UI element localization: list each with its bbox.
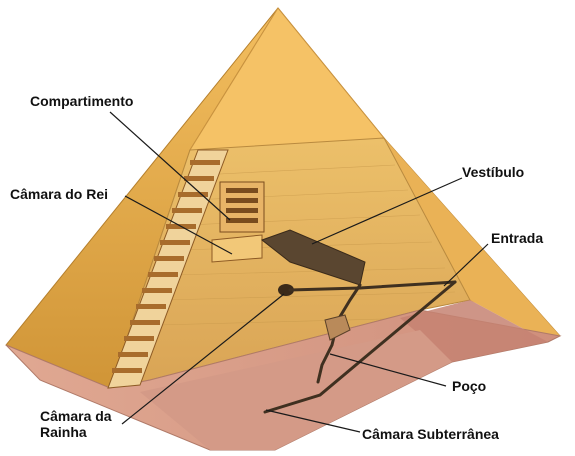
queens-chamber xyxy=(278,284,294,296)
label-camara-da-rainha-line1: Câmara da xyxy=(40,408,112,424)
pyramid-right-edge xyxy=(384,138,560,342)
leader-lines xyxy=(109,111,489,433)
label-camara-subterranea: Câmara Subterrânea xyxy=(362,426,499,442)
label-camara-da-rainha-line2: Rainha xyxy=(40,424,87,440)
well-shaft xyxy=(324,314,351,341)
label-camara-da-rainha: Câmara da Rainha xyxy=(40,408,112,440)
vestibule-passage xyxy=(260,229,366,286)
kings-chamber xyxy=(211,181,265,263)
label-camara-do-rei: Câmara do Rei xyxy=(10,186,109,202)
pyramid-upper-right-face xyxy=(189,7,385,153)
base-front-slab xyxy=(140,330,452,450)
label-compartimento: Compartimento xyxy=(30,93,134,109)
grand-gallery-stairs xyxy=(107,149,229,389)
label-vestibulo: Vestíbulo xyxy=(462,164,525,180)
subterranean-pit xyxy=(400,300,548,362)
label-entrada: Entrada xyxy=(491,230,544,246)
label-poco: Poço xyxy=(452,378,487,394)
